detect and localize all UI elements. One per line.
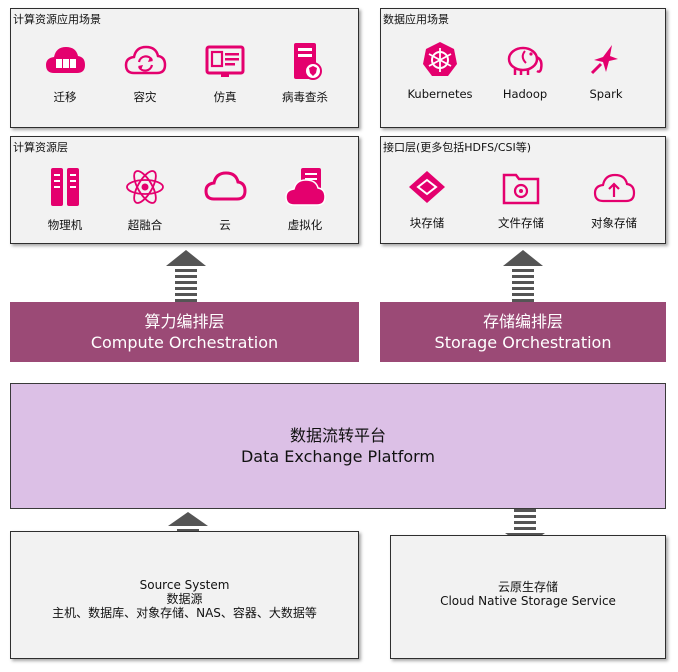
compute-orchestration-en: Compute Orchestration [90,333,279,352]
storage-orchestration-band: 存储编排层 Storage Orchestration [380,302,666,362]
compute-virtualization: 虚拟化 [265,165,345,233]
scenario-migration-label: 迁移 [53,90,77,104]
scenario-antivirus-label: 病毒查杀 [282,90,328,104]
data-scenarios-title: 数据应用场景 [383,13,449,26]
source-system-panel: Source System 数据源 主机、数据库、对象存储、NAS、容器、大数据… [10,531,359,659]
interface-file: 文件存储 [481,167,561,231]
compute-layer-panel: 计算资源层 物理机 超融合 云 虚拟化 [10,136,359,244]
interface-object-label: 对象存储 [591,216,637,230]
scenario-antivirus: 病毒查杀 [265,41,345,105]
interface-layer-title: 接口层(更多包括HDFS/CSI等) [383,141,532,154]
interface-layer-panel: 接口层(更多包括HDFS/CSI等) 块存储 文件存储 对象存储 [380,136,666,244]
compute-hyperconverged: 超融合 [105,165,185,233]
spark-star-icon [590,45,618,75]
interface-block-label: 块存储 [409,216,445,230]
compute-physical: 物理机 [25,165,105,233]
cloud-storage-line2: Cloud Native Storage Service [440,594,616,608]
data-scenarios-panel: 数据应用场景 Kubernetes Hadoop Spark [380,8,666,128]
security-server-icon [294,43,322,80]
scenario-simulation-label: 仿真 [213,90,237,104]
interface-object: 对象存储 [574,167,654,231]
scenario-kubernetes: Kubernetes [400,39,480,101]
compute-up-arrow [166,250,206,302]
cloud-storage-panel: 云原生存储 Cloud Native Storage Service [390,535,666,659]
virtualization-icon [285,168,326,206]
physical-server-icon [51,168,79,206]
monitor-icon [205,45,245,77]
server-cloud-icon [46,47,85,73]
scenario-kubernetes-label: Kubernetes [407,87,473,101]
cloud-icon [204,171,247,201]
source-line3: 主机、数据库、对象存储、NAS、容器、大数据等 [52,606,317,620]
block-storage-icon [409,171,445,203]
compute-virtualization-label: 虚拟化 [287,218,323,232]
cloud-storage-line1: 云原生存储 [497,580,558,594]
compute-scenarios-panel: 计算资源应用场景 迁移 容灾 仿真 病毒查杀 [10,8,359,128]
storage-orchestration-en: Storage Orchestration [434,333,612,352]
data-exchange-platform: 数据流转平台 Data Exchange Platform [10,383,666,509]
interface-block: 块存储 [387,167,467,231]
hadoop-elephant-icon [507,46,543,75]
compute-layer-title: 计算资源层 [13,141,68,154]
compute-physical-label: 物理机 [47,218,83,232]
scenario-disaster-recovery-label: 容灾 [133,90,157,104]
compute-cloud-label: 云 [219,218,231,232]
platform-zh: 数据流转平台 [289,426,386,445]
cloud-sync-icon [124,45,167,75]
scenario-hadoop-label: Hadoop [502,87,548,101]
storage-orchestration-zh: 存储编排层 [482,312,563,331]
compute-orchestration-band: 算力编排层 Compute Orchestration [10,302,359,362]
object-storage-icon [593,173,636,203]
scenario-spark: Spark [566,39,646,101]
kubernetes-icon [423,42,457,76]
source-line1: Source System [139,578,230,592]
scenario-simulation: 仿真 [185,41,265,105]
file-storage-icon [502,173,540,205]
atom-icon [126,170,164,204]
scenario-disaster-recovery: 容灾 [105,41,185,105]
scenario-migration: 迁移 [25,41,105,105]
compute-hyperconverged-label: 超融合 [127,218,163,232]
scenario-hadoop: Hadoop [485,39,565,101]
scenario-spark-label: Spark [589,87,623,101]
compute-orchestration-zh: 算力编排层 [144,312,225,331]
compute-scenarios-title: 计算资源应用场景 [13,13,101,26]
platform-en: Data Exchange Platform [240,447,436,466]
source-line2: 数据源 [166,592,203,606]
compute-cloud: 云 [185,165,265,233]
storage-up-arrow [503,250,543,302]
interface-file-label: 文件存储 [498,216,544,230]
